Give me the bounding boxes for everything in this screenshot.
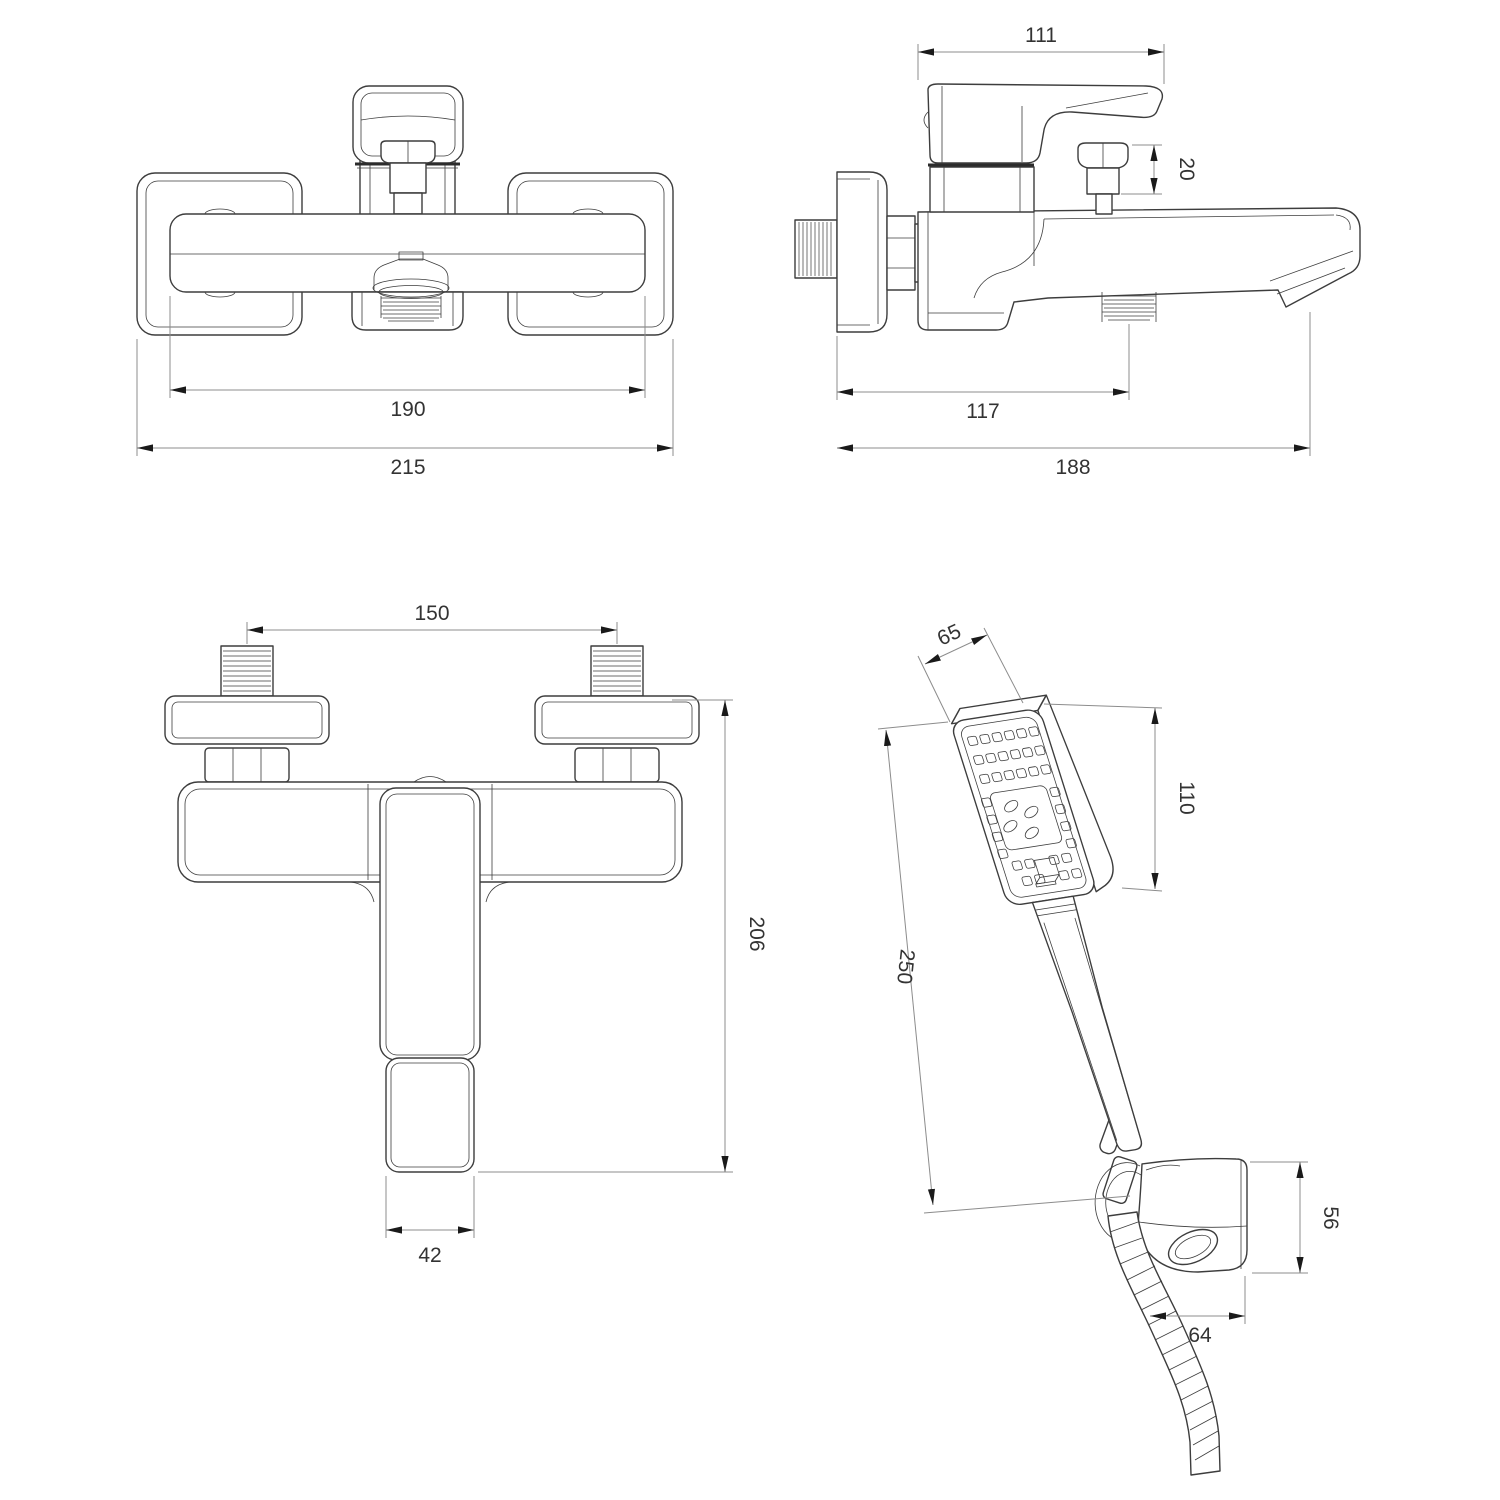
spray-plate (961, 716, 1087, 898)
hand-shower (950, 694, 1143, 1152)
shower-handle (1031, 895, 1143, 1152)
cartridge-section (929, 166, 1035, 213)
dim-label-42: 42 (418, 1244, 441, 1267)
handle-top-view-inner (385, 793, 475, 1056)
dim-250: 250 (877, 721, 1131, 1214)
dim-215: 215 (136, 339, 674, 479)
dim-206: 206 (478, 699, 768, 1173)
holder-details (1138, 1160, 1248, 1269)
holder-hook-opening (1167, 1228, 1219, 1266)
dim-label-117: 117 (966, 400, 999, 423)
shower-holder (1094, 1155, 1248, 1273)
diverter-knob-side (1077, 142, 1129, 215)
body-and-spout (917, 207, 1361, 331)
wall-plate-side (836, 171, 888, 333)
wall-plate-right-top (534, 695, 700, 745)
outlet-details (361, 251, 454, 326)
shower-handle-details (1035, 903, 1141, 1141)
dim-label-65: 65 (934, 620, 965, 651)
shower-head-side-face (1037, 694, 1114, 893)
dim-label-20: 20 (1175, 157, 1198, 180)
wall-plate-left-top-inner (171, 701, 323, 739)
dim-190: 190 (169, 296, 646, 421)
mixer-neck-details (369, 162, 446, 214)
inlet-stud-left (220, 645, 274, 697)
dim-label-250: 250 (892, 948, 919, 985)
mixer-handle-side (927, 83, 1164, 164)
dim-20: 20 (1121, 144, 1198, 195)
mixer-body-bar (169, 213, 646, 293)
dim-label-64: 64 (1188, 1324, 1212, 1347)
dim-label-215: 215 (390, 456, 425, 479)
side-view: 111 20 117 188 (794, 24, 1361, 479)
hex-nut-side (886, 215, 916, 291)
dim-label-150: 150 (414, 602, 449, 625)
dim-42: 42 (385, 1176, 475, 1267)
logo-cube-icon (1033, 857, 1060, 878)
swivel-connector (1102, 1155, 1138, 1205)
hex-nut-right-top (574, 747, 660, 783)
dim-label-206: 206 (745, 916, 768, 951)
dim-label-56: 56 (1319, 1206, 1342, 1229)
dim-56: 56 (1250, 1161, 1342, 1274)
handle-side-details (923, 86, 1149, 163)
dim-label-188: 188 (1055, 456, 1090, 479)
dim-111: 111 (917, 24, 1165, 84)
inlet-stud-right (590, 645, 644, 697)
handle-arc-detail (360, 115, 456, 121)
wall-plate-right-top-inner (541, 701, 693, 739)
screw-cap-bumps (204, 208, 604, 298)
wall-connector-side (794, 171, 922, 333)
handle-top-view (379, 787, 481, 1061)
top-view: 150 206 42 (164, 602, 768, 1267)
hex-nut-left-top (204, 747, 290, 783)
hose-corrugation (1109, 1221, 1220, 1461)
dim-117: 117 (836, 324, 1130, 423)
spout-details (927, 212, 1354, 330)
top-bump (413, 776, 447, 783)
hose-outline (1107, 1211, 1221, 1476)
dim-110: 110 (1043, 703, 1198, 892)
dim-150: 150 (246, 602, 618, 644)
dim-188: 188 (837, 312, 1311, 479)
front-view: 190 215 (136, 85, 674, 479)
spout-top-view (385, 1057, 475, 1173)
wall-plate-left-top (164, 695, 330, 745)
shower-hose (1107, 1211, 1221, 1476)
diverter-knob-front (380, 140, 436, 215)
spout-top-view-inner (390, 1062, 470, 1168)
spout-outlet-thread (1101, 292, 1157, 322)
holder-body (1137, 1157, 1248, 1273)
outlet-body (351, 291, 464, 331)
handshower-view: 65 110 250 56 64 (877, 620, 1342, 1476)
dim-label-111: 111 (1025, 24, 1057, 47)
dim-64: 64 (1150, 1276, 1246, 1347)
junction-lines (349, 784, 511, 903)
cartridge-lines (943, 167, 1021, 212)
dim-label-110: 110 (1175, 781, 1198, 814)
spray-nozzles (967, 726, 1083, 888)
dim-label-190: 190 (390, 398, 425, 421)
outlet-thread (380, 296, 442, 322)
